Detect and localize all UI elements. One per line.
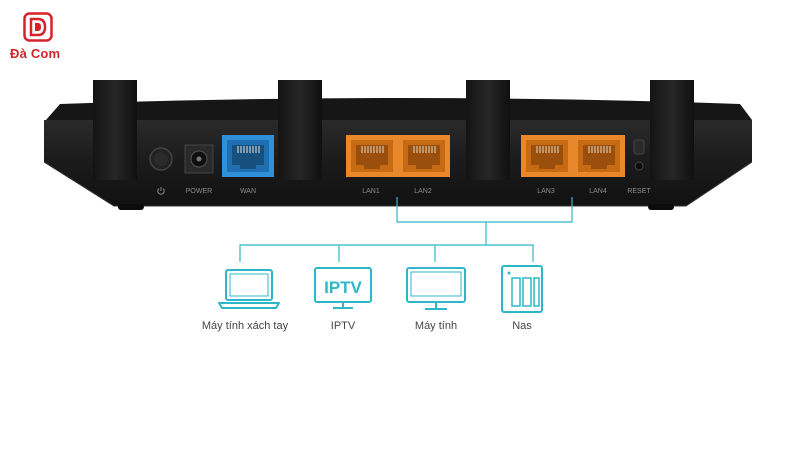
port-label-power: POWER (185, 188, 213, 195)
reset-button-icon[interactable] (631, 138, 647, 176)
port-label-lan3: LAN3 (537, 188, 555, 195)
nas-storage-icon (501, 265, 543, 313)
ethernet-port-icon[interactable] (222, 135, 274, 177)
port-label-lan4: LAN4 (589, 188, 607, 195)
ethernet-port-icon[interactable] (521, 135, 573, 177)
brand-logo-icon (23, 12, 53, 42)
power-jack-icon (184, 144, 214, 174)
laptop-icon (218, 269, 280, 309)
ethernet-port-icon[interactable] (398, 135, 450, 177)
device-label-nas: Nas (512, 320, 532, 332)
ethernet-port-icon[interactable] (346, 135, 398, 177)
port-label-reset: RESET (627, 188, 651, 195)
brand-name: Đà Com (10, 46, 61, 61)
port-label-lan2: LAN2 (414, 188, 432, 195)
ethernet-port-icon[interactable] (573, 135, 625, 177)
device-label-iptv: IPTV (330, 320, 356, 332)
tv-icon-text: IPTV (324, 278, 362, 297)
port-label-lan1: LAN1 (362, 188, 380, 195)
tv-icon: IPTV (314, 267, 372, 309)
power-button-icon (149, 147, 173, 171)
device-label-laptop: Máy tính xách tay (201, 320, 289, 332)
power-symbol-icon (157, 187, 165, 195)
device-label-desktop: Máy tính (414, 320, 458, 332)
port-label-wan: WAN (239, 188, 257, 195)
desktop-monitor-icon (406, 267, 466, 310)
